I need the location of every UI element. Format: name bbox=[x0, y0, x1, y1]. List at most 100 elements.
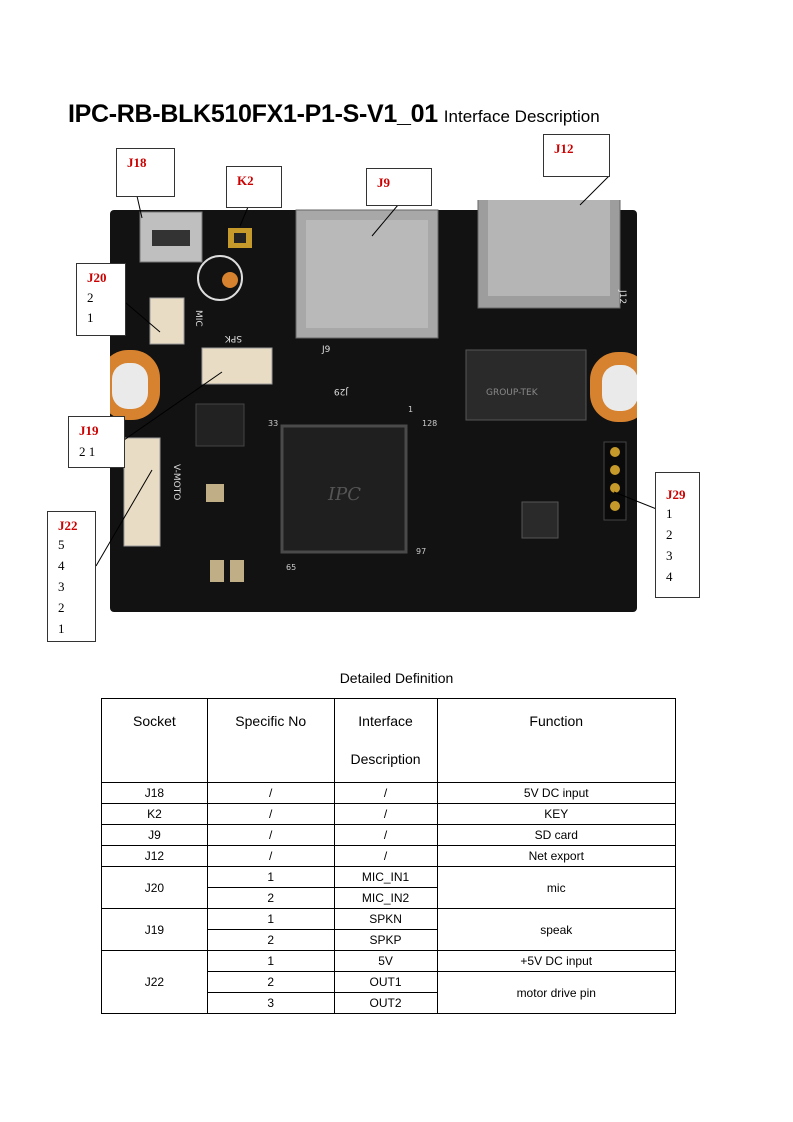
callout-j20-label: J20 bbox=[87, 270, 107, 285]
cell-socket: J18 bbox=[101, 782, 208, 804]
cell-no: / bbox=[206, 782, 335, 804]
silk-chip: IPC bbox=[327, 484, 361, 505]
cell-socket: J20 bbox=[101, 866, 208, 909]
cell-interface: / bbox=[333, 782, 438, 804]
silk-group: GROUP-TEK bbox=[486, 388, 539, 398]
header-specific-no: Specific No bbox=[206, 698, 335, 783]
cell-no: 3 bbox=[206, 992, 335, 1014]
section-subheading: Detailed Definition bbox=[339, 670, 454, 686]
callout-k2-label: K2 bbox=[237, 173, 254, 188]
silk-j12: J12 bbox=[617, 289, 627, 304]
cell-interface: 5V bbox=[333, 950, 438, 972]
cell-interface: / bbox=[333, 824, 438, 846]
header-function: Function bbox=[436, 698, 676, 783]
callout-j20-pin: 1 bbox=[87, 310, 94, 325]
cell-no: 2 bbox=[206, 971, 335, 993]
callout-j22-label: J22 bbox=[58, 518, 78, 533]
cell-function: motor drive pin bbox=[436, 971, 676, 1014]
callout-j29-label: J29 bbox=[666, 487, 686, 502]
silk-spk: SPK bbox=[224, 333, 242, 343]
cell-function: KEY bbox=[436, 803, 676, 825]
silk-65: 65 bbox=[286, 563, 296, 572]
cell-socket: J22 bbox=[101, 950, 208, 1014]
callout-j19-pin: 2 1 bbox=[79, 444, 96, 459]
cell-no: 1 bbox=[206, 950, 335, 972]
callout-j20: J20 2 1 bbox=[76, 263, 126, 336]
table-row: J12 / / Net export bbox=[101, 845, 676, 867]
board-model: IPC-RB-BLK510FX1-P1-S-V1_01 bbox=[68, 100, 438, 128]
callout-j19: J19 2 1 bbox=[68, 416, 125, 468]
table-row: J19 1 SPKN speak bbox=[101, 908, 676, 951]
cell-interface: SPKN bbox=[333, 908, 438, 930]
silk-97: 97 bbox=[416, 547, 426, 556]
callout-j22-pin: 5 bbox=[58, 537, 65, 552]
table-row: 2 MIC_IN2 bbox=[102, 887, 676, 909]
cell-function: Net export bbox=[436, 845, 676, 867]
cell-function: mic bbox=[436, 866, 676, 909]
cell-socket: J19 bbox=[101, 908, 208, 951]
callout-j22: J22 5 4 3 2 1 bbox=[47, 511, 96, 642]
table-row: K2 / / KEY bbox=[101, 803, 676, 825]
callout-j29-pin: 2 bbox=[666, 527, 673, 542]
table-row: 3 OUT2 bbox=[102, 992, 676, 1014]
cell-socket: J9 bbox=[101, 824, 208, 846]
silk-j29: J29 bbox=[334, 386, 349, 396]
cell-interface: MIC_IN2 bbox=[333, 887, 438, 909]
callout-j18: J18 bbox=[116, 148, 175, 197]
table-row: J9 / / SD card bbox=[101, 824, 676, 846]
page-title: IPC-RB-BLK510FX1-P1-S-V1_01 Interface Des… bbox=[68, 100, 600, 129]
cell-interface: MIC_IN1 bbox=[333, 866, 438, 888]
silk-mic: MIC bbox=[193, 310, 203, 327]
callout-j9-label: J9 bbox=[377, 175, 390, 190]
cell-interface: OUT1 bbox=[333, 971, 438, 993]
cell-no: 1 bbox=[206, 866, 335, 888]
net-transformer bbox=[465, 349, 587, 421]
callout-j12-label: J12 bbox=[554, 141, 574, 156]
callout-j22-pin: 4 bbox=[58, 558, 65, 573]
callout-j18-label: J18 bbox=[127, 155, 147, 170]
silk-128: 128 bbox=[422, 419, 437, 428]
callout-j12: J12 bbox=[543, 134, 610, 177]
cell-no: 1 bbox=[206, 908, 335, 930]
callout-j20-pin: 2 bbox=[87, 290, 94, 305]
cell-no: / bbox=[206, 845, 335, 867]
silk-1: 1 bbox=[408, 405, 413, 414]
cell-interface: SPKP bbox=[333, 929, 438, 951]
cell-no: 2 bbox=[206, 887, 335, 909]
cell-function: speak bbox=[436, 908, 676, 951]
callout-j22-pin: 3 bbox=[58, 579, 65, 594]
callout-j22-pin: 2 bbox=[58, 600, 65, 615]
j19-speaker-connector bbox=[201, 347, 273, 385]
table-row: J18 / / 5V DC input bbox=[101, 782, 676, 804]
main-soc-chip bbox=[280, 424, 408, 554]
cell-no: / bbox=[206, 824, 335, 846]
callout-j9: J9 bbox=[366, 168, 432, 206]
cell-function: 5V DC input bbox=[436, 782, 676, 804]
cell-function: SD card bbox=[436, 824, 676, 846]
table-row: J20 1 MIC_IN1 mic bbox=[101, 866, 676, 909]
cell-socket: J12 bbox=[101, 845, 208, 867]
cell-interface: / bbox=[333, 845, 438, 867]
cell-no: / bbox=[206, 803, 335, 825]
cell-no: 2 bbox=[206, 929, 335, 951]
table-row: J22 1 5V +5V DC input bbox=[101, 950, 676, 1014]
pcb-board-image: J9 J12 GROUP-TEK MIC SPK V-MOTO IPC 128 … bbox=[110, 200, 637, 612]
table-row: 2 OUT1 motor drive pin bbox=[102, 971, 676, 1014]
silk-vmoto: V-MOTO bbox=[171, 464, 181, 500]
j20-mic-connector bbox=[149, 297, 185, 345]
callout-k2: K2 bbox=[226, 166, 282, 208]
cell-function: +5V DC input bbox=[436, 950, 676, 972]
callout-j29-pin: 3 bbox=[666, 548, 673, 563]
j22-motor-connector bbox=[123, 437, 161, 547]
callout-j22-pin: 1 bbox=[58, 621, 65, 636]
silk-33: 33 bbox=[268, 419, 278, 428]
title-suffix: Interface Description bbox=[443, 107, 600, 126]
header-socket: Socket bbox=[101, 698, 208, 783]
callout-j29: J29 1 2 3 4 bbox=[655, 472, 700, 598]
callout-j29-pin: 4 bbox=[666, 569, 673, 584]
callout-j19-label: J19 bbox=[79, 423, 99, 438]
cell-socket: K2 bbox=[101, 803, 208, 825]
silk-j9: J9 bbox=[321, 345, 331, 355]
